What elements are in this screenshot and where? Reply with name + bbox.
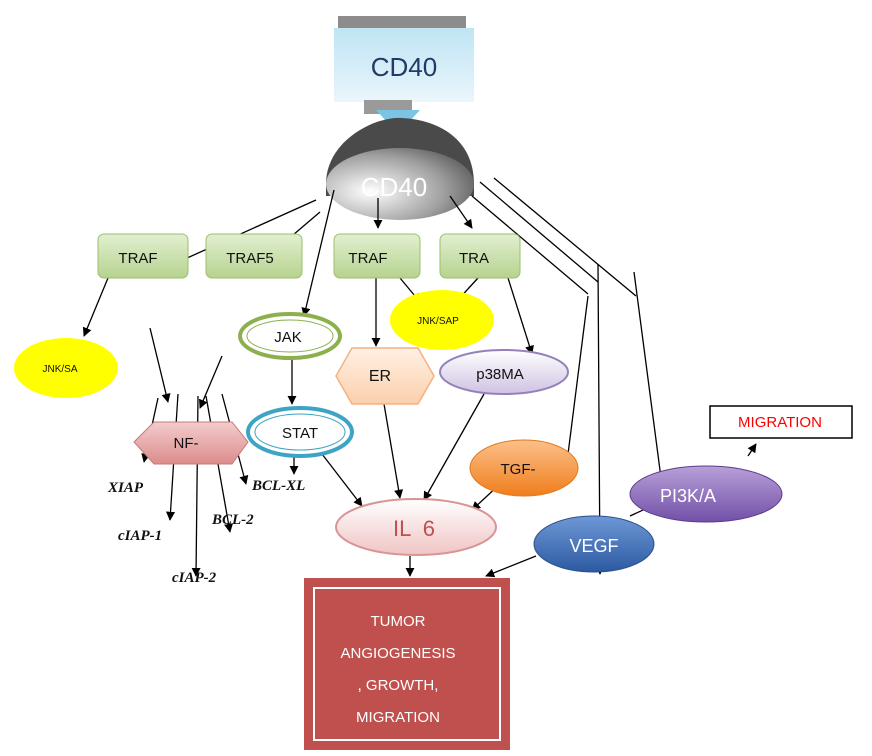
- jak-label: JAK: [274, 329, 302, 346]
- traf-a-node: TRAF: [97, 233, 189, 279]
- ciap2-label: cIAP-2: [172, 570, 217, 586]
- edge-to-nfkb-right: [199, 355, 223, 409]
- il6-label: IL 6: [393, 516, 435, 541]
- traf-a-label: TRAF: [118, 250, 157, 267]
- traf-c-label: TRAF: [348, 250, 387, 267]
- migration-label: MIGRATION: [738, 414, 822, 431]
- traf-c-node: TRAF: [333, 233, 421, 279]
- bcl2-label: BCL-2: [211, 512, 254, 528]
- traf5-label: TRAF5: [226, 250, 274, 267]
- tumor-line-1: TUMOR: [371, 613, 426, 630]
- jak-node: JAK: [238, 312, 342, 360]
- jnk-right-node: JNK/SAP: [390, 290, 494, 350]
- migration-node: MIGRATION: [709, 405, 853, 439]
- edge-diagonal-1: [493, 177, 637, 297]
- er-node: ER: [335, 347, 435, 405]
- jnk-left-node: JNK/SA: [14, 338, 118, 398]
- vegf-node: VEGF: [533, 515, 655, 573]
- p38-label: p38MA: [476, 366, 524, 383]
- jnk-left-label: JNK/SA: [42, 364, 77, 375]
- edge-traf-d-p38: [507, 277, 534, 355]
- pi3k-node: PI3K/A: [629, 465, 783, 523]
- edge-stat-il6: [321, 453, 363, 507]
- tgf-node: TGF-: [469, 439, 579, 497]
- edge-diagonal-2: [479, 181, 599, 283]
- jnk-right-label: JNK/SAP: [417, 316, 459, 327]
- edge-pi3k-migration: [747, 443, 757, 457]
- traf-d-node: TRA: [439, 233, 521, 279]
- traf-d-label: TRA: [459, 250, 489, 267]
- cd40-receptor-node: CD40: [326, 117, 474, 220]
- er-label: ER: [369, 368, 391, 385]
- edge-to-tgf: [562, 295, 589, 471]
- edge-traf-a-jnk-left: [82, 277, 109, 337]
- cd40-ligand-label: CD40: [371, 52, 437, 82]
- tumor-line-4: MIGRATION: [356, 709, 440, 726]
- ciap1-label: cIAP-1: [118, 528, 162, 544]
- stat-label: STAT: [282, 425, 318, 442]
- edge-to-nfkb: [149, 327, 171, 403]
- edge-p38-il6: [423, 393, 485, 501]
- edge-cd40-jak: [301, 189, 335, 317]
- xiap-label: XIAP: [107, 480, 144, 496]
- traf5-node: TRAF5: [205, 233, 303, 279]
- tumor-line-2: ANGIOGENESIS: [340, 645, 455, 662]
- stat-node: STAT: [246, 406, 354, 458]
- pi3k-label: PI3K/A: [660, 486, 716, 506]
- edge-cd40-traf-d: [449, 195, 473, 229]
- nfkb-label: NF-: [174, 435, 199, 452]
- tumor-line-3: , GROWTH,: [358, 677, 439, 694]
- nfkb-node: NF-: [133, 421, 249, 465]
- edge-diagonal-3: [471, 195, 589, 295]
- p38-node: p38MA: [439, 349, 569, 395]
- vegf-label: VEGF: [569, 536, 618, 556]
- tgf-label: TGF-: [501, 461, 536, 478]
- cd40-ligand-node: CD40: [334, 16, 474, 134]
- edge-vegf-tumor: [485, 555, 537, 578]
- tumor-outcome-node: TUMOR ANGIOGENESIS , GROWTH, MIGRATION: [304, 578, 510, 750]
- il6-node: IL 6: [335, 498, 497, 556]
- bclxl-label: BCL-XL: [251, 478, 305, 494]
- edge-er-il6: [383, 403, 404, 499]
- cd40-receptor-label: CD40: [361, 172, 427, 202]
